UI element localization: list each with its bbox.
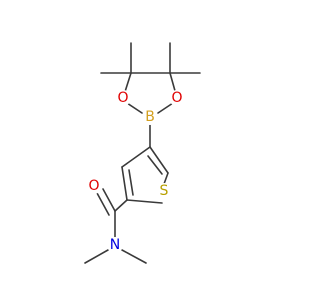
atom-oxygen-carbonyl: O: [86, 178, 102, 194]
bond-c4-c5: [149, 146, 169, 174]
bond-c2-c3: [121, 166, 128, 201]
bond-s-c2: [126, 199, 163, 204]
bond-c4-c5-double: [147, 155, 163, 175]
atom-label-o-left: O: [117, 90, 128, 106]
bond-c2-carbonyl-c: [114, 199, 128, 212]
bond-n-methyl-right: [121, 249, 147, 264]
atom-label-b: B: [145, 109, 155, 125]
atom-boron: B: [142, 109, 158, 125]
bond-c2-c3-double: [128, 169, 134, 196]
bond-c-o-double-a: [102, 188, 116, 212]
atom-nitrogen: N: [107, 237, 123, 253]
atom-label-s: S: [160, 183, 169, 199]
atom-oxygen-ring-right: O: [169, 90, 185, 106]
bond-o-b-right: [157, 102, 174, 114]
atom-sulfur: S: [156, 183, 172, 199]
bond-o-b-left: [126, 102, 143, 114]
molecule-structure: O O B S O N: [84, 42, 201, 264]
atom-label-layer: O O B S O N: [86, 90, 185, 253]
bond-c5-s: [163, 172, 169, 185]
bond-n-methyl-left: [84, 249, 109, 264]
bond-layer: [84, 42, 201, 264]
atom-label-n: N: [110, 237, 120, 253]
atom-label-o-right: O: [171, 90, 182, 106]
atom-label-o-carbonyl: O: [88, 178, 99, 194]
bond-c-o-double-b: [96, 192, 110, 216]
bond-c4-c3: [121, 146, 151, 168]
atom-oxygen-ring-left: O: [115, 90, 131, 106]
